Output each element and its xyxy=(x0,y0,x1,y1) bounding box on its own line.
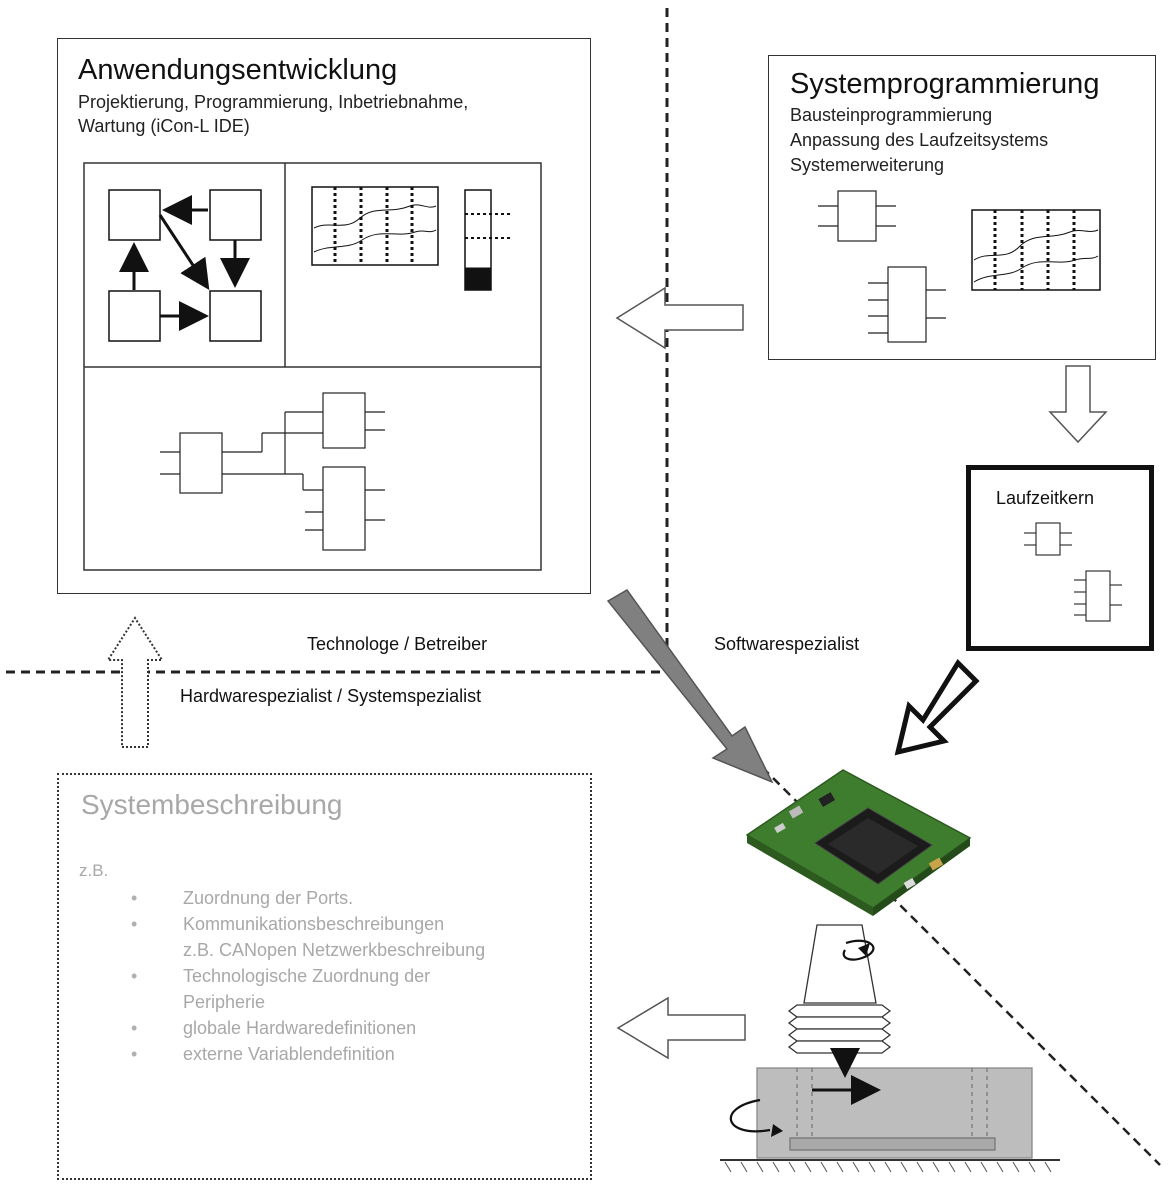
role-hardware-label: Hardwarespezialist / Systemspezialist xyxy=(180,686,482,706)
diagonal-role-divider xyxy=(666,671,1161,1166)
application-development-box: Anwendungsentwicklung Projektierung, Pro… xyxy=(57,38,591,594)
bullet-icon: • xyxy=(131,1044,138,1064)
role-technologe-label: Technologe / Betreiber xyxy=(307,634,488,654)
sys-desc-list-container: • Zuordnung der Ports. • Kommunikationsb… xyxy=(131,885,583,1067)
role-software-label: Softwarespezialist xyxy=(714,634,860,654)
arrow-sysprog-to-runtime xyxy=(1048,365,1108,444)
sys-desc-item: • Kommunikationsbeschreibungen xyxy=(131,911,583,937)
app-dev-line-2: Wartung (iCon-L IDE) xyxy=(78,116,250,136)
arrow-hardware-to-sysdesc xyxy=(616,996,746,1060)
bullet-icon: • xyxy=(131,1018,138,1038)
sys-desc-eg: z.B. xyxy=(79,861,109,880)
sys-prog-title: Systemprogrammierung xyxy=(790,68,1100,100)
arrow-sysprog-to-app xyxy=(615,286,744,350)
runtime-block-icon-1 xyxy=(1024,522,1072,556)
bullet-icon: • xyxy=(131,914,138,934)
app-dev-line-1: Projektierung, Programmierung, Inbetrieb… xyxy=(78,92,469,112)
runtime-kernel-box: Laufzeitkern xyxy=(966,465,1154,651)
function-block-network xyxy=(160,392,385,551)
sysprog-block-icon-2 xyxy=(868,266,946,343)
sys-desc-item: • Zuordnung der Ports. xyxy=(131,885,583,911)
sys-desc-item-continuation: Peripherie xyxy=(183,992,266,1012)
machine-drawing xyxy=(720,924,1060,1173)
sys-prog-line-1: Bausteinprogrammierung xyxy=(790,105,993,125)
sys-desc-title: Systembeschreibung xyxy=(81,789,343,820)
state-graph xyxy=(108,189,262,342)
runtime-block-icon-2 xyxy=(1074,570,1122,622)
sys-prog-line-3: Systemerweiterung xyxy=(790,155,945,175)
sysprog-trend-chart-icon xyxy=(971,209,1101,291)
sys-desc-item: • externe Variablendefinition xyxy=(131,1041,583,1067)
sys-desc-item: • globale Hardwaredefinitionen xyxy=(131,1015,583,1041)
embedded-board-image xyxy=(745,769,972,916)
app-dev-title: Anwendungsentwicklung xyxy=(78,54,398,86)
bullet-icon: • xyxy=(131,888,138,908)
sys-desc-item: • Technologische Zuordnung der xyxy=(131,963,583,989)
trend-chart-icon xyxy=(311,186,439,266)
system-programming-box: Systemprogrammierung Bausteinprogrammier… xyxy=(768,55,1156,360)
arrow-runtime-to-board xyxy=(894,658,980,756)
arrow-app-to-board xyxy=(606,589,774,784)
runtime-kernel-label: Laufzeitkern xyxy=(996,488,1095,508)
sys-prog-line-2: Anpassung des Laufzeitsystems xyxy=(790,130,1049,150)
sysprog-block-icon-1 xyxy=(818,190,896,242)
sys-desc-item-continuation: z.B. CANopen Netzwerkbeschreibung xyxy=(183,940,486,960)
system-description-box: Systembeschreibung z.B. • Zuordnung der … xyxy=(57,773,592,1180)
level-gauge-icon xyxy=(464,189,512,291)
arrow-sysdesc-to-app xyxy=(106,616,164,748)
bullet-icon: • xyxy=(131,966,138,986)
